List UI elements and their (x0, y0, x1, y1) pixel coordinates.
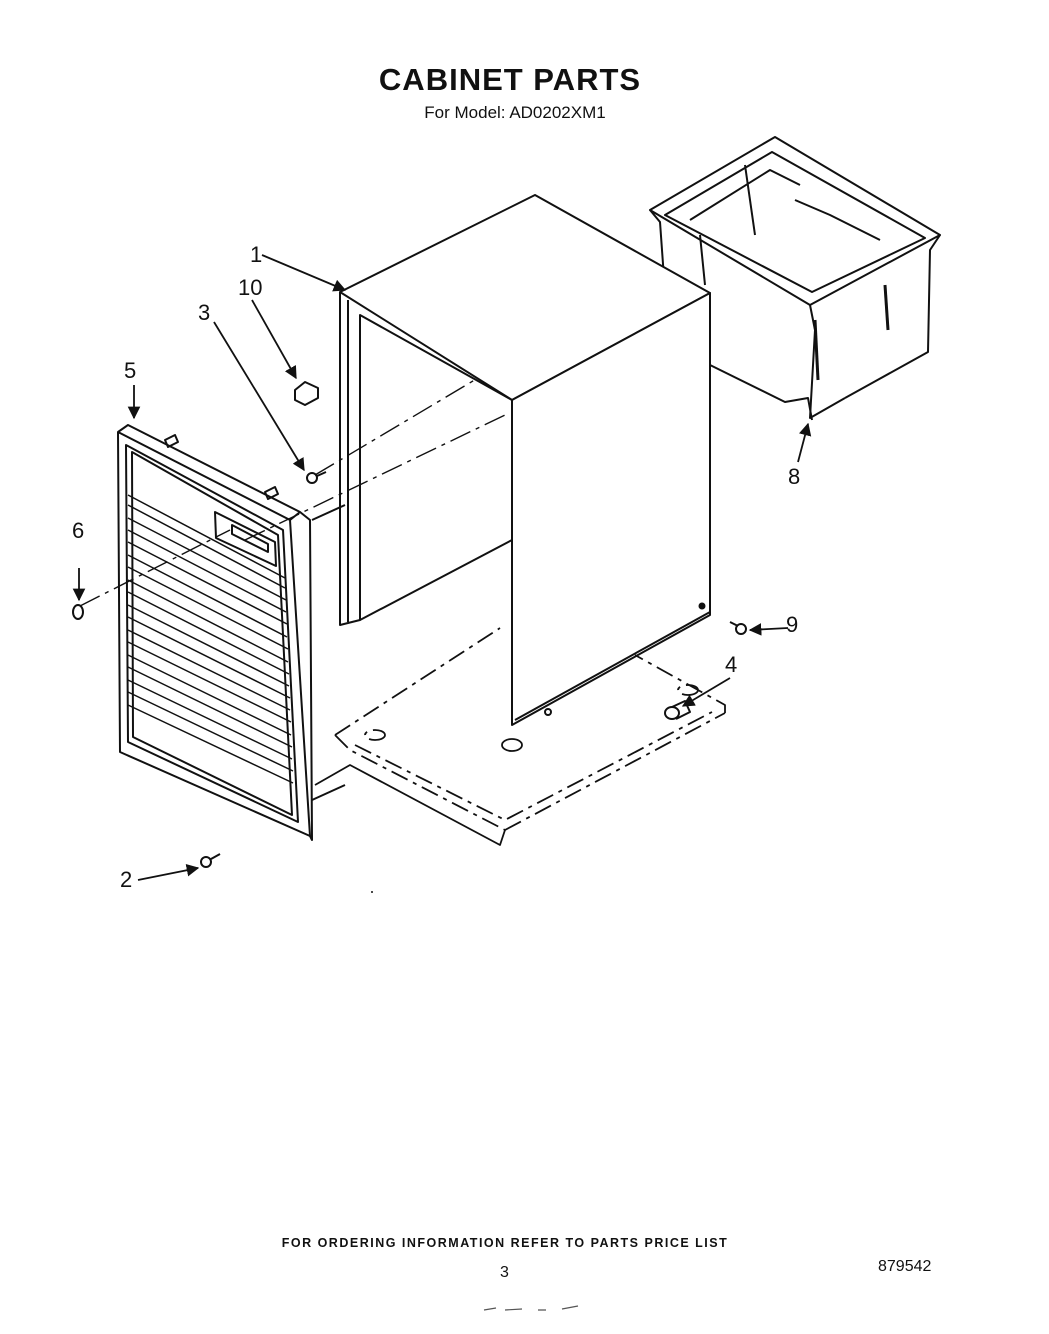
stray-mark (371, 891, 373, 893)
screw-3-part (306, 471, 327, 484)
document-number: 879542 (878, 1258, 932, 1275)
cabinet-wrapper-part (339, 194, 711, 726)
callout-3: 3 (198, 300, 210, 325)
page-title: CABINET PARTS (378, 62, 642, 97)
callout-2: 2 (120, 867, 132, 892)
scan-artifact (483, 1305, 579, 1311)
callout-6: 6 (72, 518, 84, 543)
front-grille-part (117, 424, 313, 841)
callout-10: 10 (238, 275, 262, 300)
callout-4: 4 (725, 652, 737, 677)
screw-2-part (200, 853, 221, 868)
bumper-part (294, 381, 319, 406)
callout-8: 8 (788, 464, 800, 489)
model-subtitle: For Model: AD0202XM1 (424, 103, 606, 122)
water-bucket-part (649, 136, 941, 421)
callout-5: 5 (124, 358, 136, 383)
plug-part (72, 604, 84, 620)
callout-9: 9 (786, 612, 798, 637)
base-pan-part (334, 627, 726, 831)
ordering-note: FOR ORDERING INFORMATION REFER TO PARTS … (281, 1236, 729, 1250)
callout-1: 1 (250, 242, 262, 267)
screw-9-part (729, 621, 747, 635)
page-number: 3 (500, 1264, 509, 1281)
